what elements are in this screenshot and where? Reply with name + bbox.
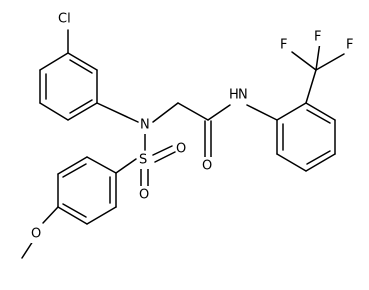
bond — [67, 102, 98, 121]
bond — [207, 104, 231, 121]
methoxy-oxygen-label: O — [31, 227, 41, 242]
atom-labels: Cl N S O O O O N H F F F — [31, 10, 357, 243]
bond — [69, 59, 93, 74]
bond — [152, 102, 179, 123]
bond — [39, 102, 69, 121]
fluorine-right-label: F — [346, 38, 353, 53]
bond — [154, 151, 176, 163]
bond — [86, 156, 117, 174]
bond — [305, 102, 336, 121]
chlorophenyl-ring — [39, 29, 98, 121]
bond — [39, 52, 69, 71]
bond — [246, 104, 278, 121]
carbonyl-oxygen-label: O — [202, 159, 212, 174]
bond — [62, 163, 87, 178]
bond — [305, 69, 317, 104]
sulfonyl-oxygen-upper-label: O — [176, 142, 186, 157]
bond — [276, 102, 307, 121]
bond — [177, 102, 209, 121]
backbone — [96, 102, 278, 159]
bond — [315, 41, 321, 71]
bond — [57, 206, 88, 225]
bond — [62, 203, 87, 218]
chlorine-atom-label: Cl — [58, 12, 71, 27]
amide-hydrogen-label: H — [229, 88, 239, 103]
bond — [96, 102, 139, 123]
sulfonamide-nitrogen-label: N — [140, 118, 150, 133]
bond — [315, 53, 345, 71]
sulfonyl-oxygen-lower-label: O — [139, 188, 149, 203]
bond — [57, 156, 88, 175]
trifluoromethylphenyl-ring — [276, 41, 345, 172]
amide-nitrogen-label: N — [238, 88, 248, 103]
fluorine-top-label: F — [314, 30, 321, 45]
fluorine-left-label: F — [280, 38, 287, 53]
bond — [306, 150, 331, 165]
bond — [306, 109, 331, 124]
bond — [115, 158, 137, 174]
methoxyphenyl-ring — [21, 156, 117, 259]
bond — [86, 206, 117, 225]
sulfur-atom-label: S — [139, 153, 147, 168]
sulfonyl-group — [115, 131, 176, 189]
bond — [42, 206, 59, 224]
bond — [69, 99, 93, 114]
bond — [67, 52, 98, 71]
bond — [276, 153, 307, 172]
bond — [21, 240, 34, 259]
bond — [305, 153, 336, 172]
bond — [152, 145, 173, 156]
bond — [291, 51, 317, 71]
